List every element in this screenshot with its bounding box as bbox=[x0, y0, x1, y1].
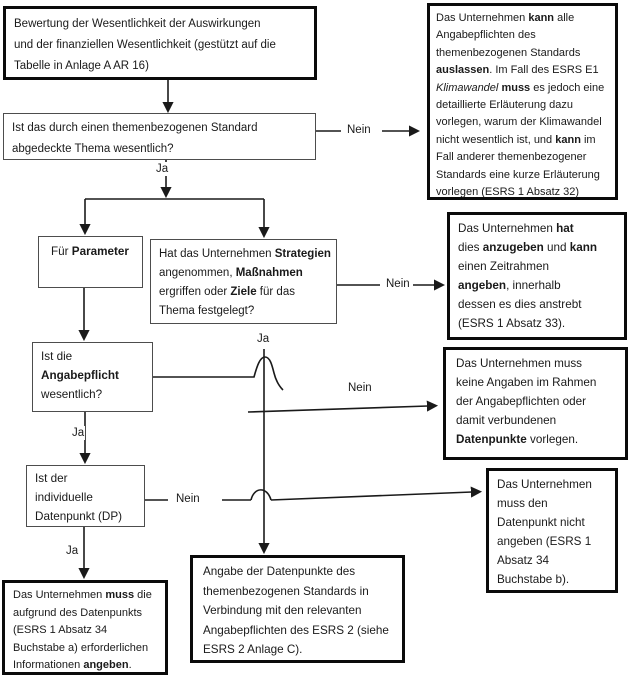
line-datenpunkt-nein-hop bbox=[250, 489, 272, 501]
label-ja-strategien: Ja bbox=[256, 332, 271, 346]
arrow-datenpunkt-nein bbox=[270, 486, 483, 501]
line-angabepflicht-nein-hop bbox=[153, 356, 284, 391]
label-ja-topic: Ja bbox=[155, 162, 170, 176]
label-ja-angabepflicht: Ja bbox=[71, 426, 86, 440]
box-topic-material-question: Ist das durch einen themenbezogenen Stan… bbox=[3, 113, 316, 160]
box-for-parameter: Für Parameter bbox=[38, 236, 143, 288]
label-nein-strategien: Nein bbox=[385, 277, 411, 291]
label-nein-datenpunkt: Nein bbox=[175, 492, 201, 506]
arrow-angabepflicht-nein bbox=[247, 400, 439, 413]
label-ja-datenpunkt: Ja bbox=[65, 544, 80, 558]
label-nein-angabepflicht: Nein bbox=[347, 381, 373, 395]
label-nein-topic: Nein bbox=[346, 123, 372, 137]
box-materiality-assessment: Bewertung der Wesentlichkeit der Auswirk… bbox=[3, 6, 317, 80]
